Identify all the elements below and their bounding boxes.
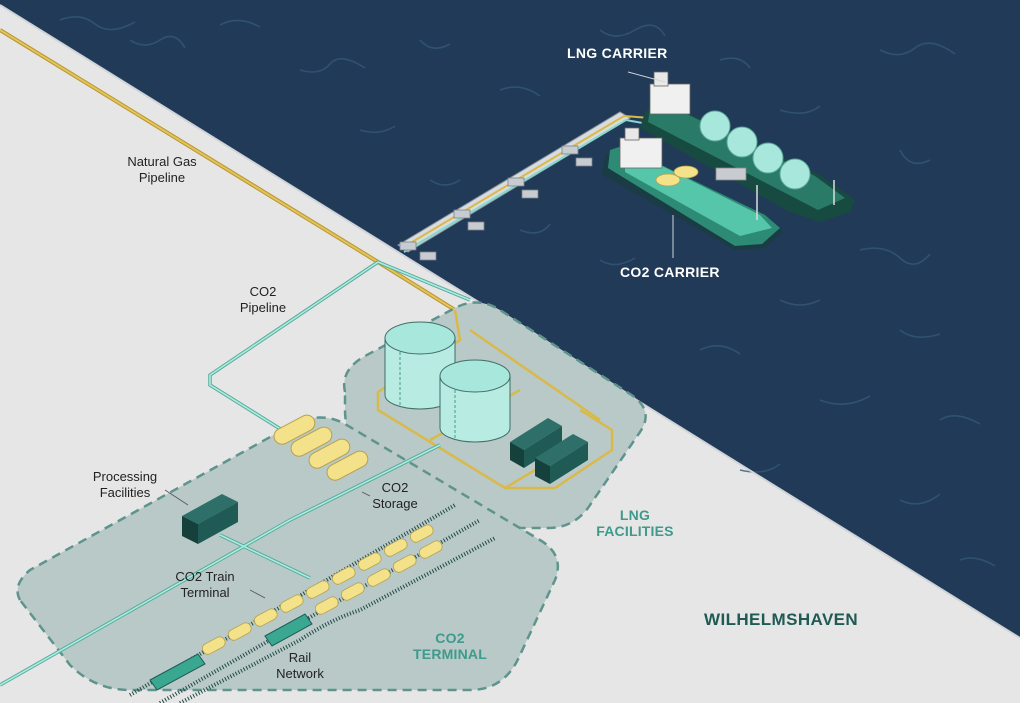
co2-pipeline-label: CO2 Pipeline bbox=[239, 284, 287, 315]
co2-storage-label: CO2 Storage bbox=[372, 480, 418, 511]
pier bbox=[397, 111, 651, 261]
lng-building-1 bbox=[510, 418, 562, 468]
lng-tank-1 bbox=[384, 321, 456, 410]
rail-network-label: Rail Network bbox=[276, 650, 324, 681]
rail-tracks bbox=[128, 503, 496, 703]
natural-gas-pipeline-label: Natural Gas Pipeline bbox=[127, 154, 197, 185]
right-border bbox=[1020, 0, 1024, 703]
processing-facilities-label: Processing Facilities bbox=[92, 469, 158, 500]
co2-storage-vessels bbox=[273, 414, 369, 481]
lng-facilities-zone-label: LNG FACILITIES bbox=[596, 507, 674, 539]
location-title: WILHELMSHAVEN bbox=[704, 610, 859, 629]
lng-carrier-label: LNG CARRIER bbox=[567, 45, 668, 61]
co2-train-2 bbox=[264, 540, 443, 647]
label-leaders bbox=[164, 489, 371, 599]
processing-facility-building bbox=[182, 494, 238, 544]
co2-terminal-zone-label: CO2 TERMINAL bbox=[413, 630, 487, 662]
co2-train-1 bbox=[149, 524, 434, 691]
co2-train-terminal-label: CO2 Train Terminal bbox=[175, 569, 235, 600]
co2-carrier-label: CO2 CARRIER bbox=[620, 264, 720, 280]
lng-carrier bbox=[640, 71, 855, 222]
lng-carrier-leader bbox=[627, 71, 666, 83]
co2-carrier bbox=[602, 127, 783, 250]
lng-tank-2 bbox=[439, 359, 511, 443]
lng-building-2 bbox=[535, 434, 588, 484]
co2-terminal-zone bbox=[16, 416, 560, 692]
water-ripples bbox=[59, 16, 996, 567]
